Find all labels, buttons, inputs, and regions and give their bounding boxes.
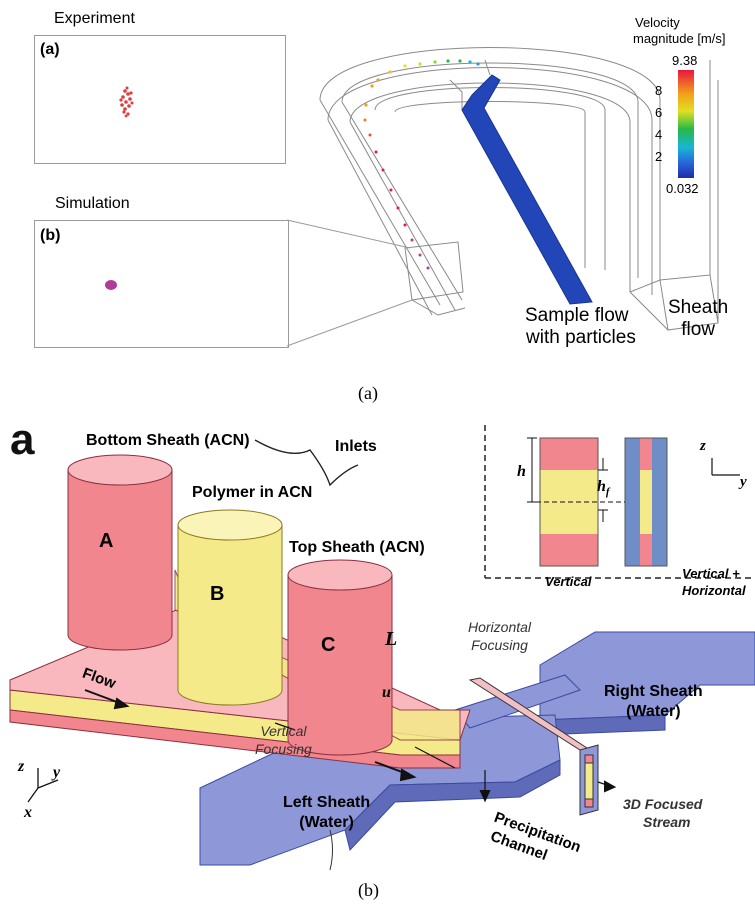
- inlet-a-letter: A: [99, 530, 114, 552]
- colorbar-tick: 8: [655, 83, 663, 98]
- colorbar-title: Velocity magnitude [m/s]: [633, 15, 726, 47]
- focused-line1: 3D Focused: [623, 796, 703, 812]
- axis-z-label: z: [18, 758, 25, 775]
- panel-letter-a: a: [10, 415, 35, 464]
- sheath-flow-line1: Sheath: [668, 297, 729, 318]
- sheath-flow-line2: flow: [681, 319, 716, 340]
- colorbar-max: 9.38: [672, 53, 698, 68]
- right-sheath-line2: (Water): [626, 703, 681, 720]
- colorbar-title-line1: Velocity: [635, 15, 680, 30]
- focused-line2: Stream: [643, 814, 691, 830]
- colorbar-gradient: [678, 70, 694, 178]
- colorbar-title-line2: magnitude [m/s]: [633, 31, 726, 46]
- inset-hf-label: hf: [597, 478, 610, 498]
- simulation-image: (b): [34, 220, 289, 348]
- channel-3d-view: [286, 47, 719, 347]
- colorbar-tick: 2: [655, 149, 663, 164]
- sample-flow-stream: [461, 74, 593, 305]
- inset-hf-sub: f: [605, 486, 610, 499]
- inset-y-axis-label: y: [740, 474, 747, 490]
- axis-y-label: y: [53, 764, 61, 781]
- caption-a: (a): [358, 383, 378, 403]
- sample-flow-line2: with particles: [526, 327, 636, 348]
- inlets-brace: [254, 439, 359, 487]
- right-sheath-label: Right Sheath (Water): [604, 682, 703, 722]
- colorbar-tick: 6: [655, 105, 663, 120]
- vertical-focusing-line2: Focusing: [255, 741, 312, 757]
- caption-b: (b): [358, 880, 379, 900]
- left-sheath-line2: (Water): [299, 814, 354, 831]
- colorbar-min: 0.032: [666, 181, 699, 196]
- sheath-flow-label: Sheath flow: [668, 297, 728, 341]
- experiment-title: Experiment: [54, 10, 135, 27]
- channel-wireframe: [319, 47, 719, 331]
- vertical-focusing-line1: Vertical: [260, 723, 307, 739]
- experiment-image: (a): [34, 35, 286, 164]
- particle-trail: [363, 59, 480, 270]
- velocity-label: u: [382, 684, 391, 701]
- horizontal-focusing-label: Horizontal Focusing: [468, 618, 531, 654]
- vertical-focusing-label: Vertical Focusing: [255, 722, 312, 758]
- length-label: L: [385, 628, 398, 650]
- focused-stream-label: 3D Focused Stream: [623, 795, 702, 831]
- inlet-c-letter: C: [321, 634, 336, 656]
- sample-flow-label: Sample flow with particles: [525, 305, 636, 349]
- projection-lines: [286, 219, 413, 347]
- vertical-focusing-brace: [329, 829, 333, 870]
- bottom-sheath-label: Bottom Sheath (ACN): [86, 432, 250, 449]
- device-drawing: [9, 425, 755, 870]
- left-sheath-line1: Left Sheath: [283, 794, 371, 811]
- inlets-label: Inlets: [335, 438, 377, 455]
- polymer-label: Polymer in ACN: [192, 484, 313, 501]
- sample-flow-line1: Sample flow: [525, 305, 629, 326]
- flow-arrows: [84, 689, 617, 803]
- inlet-b-letter: B: [210, 583, 225, 605]
- inset-vertical-label: Vertical: [545, 574, 592, 589]
- experiment-label: (a): [40, 41, 60, 58]
- coordinate-axes: [27, 768, 59, 803]
- inset-h-label: h: [517, 463, 526, 480]
- horizontal-focusing-line2: Focusing: [471, 637, 528, 653]
- right-sheath-line1: Right Sheath: [604, 683, 703, 700]
- experiment-particles: [119, 86, 134, 118]
- inset-frame: [484, 425, 755, 579]
- left-sheath-label: Left Sheath (Water): [283, 793, 370, 833]
- simulation-label: (b): [40, 227, 61, 244]
- simulation-title: Simulation: [55, 195, 130, 212]
- top-sheath-label: Top Sheath (ACN): [289, 539, 425, 556]
- inset-vh-line1: Vertical +: [682, 566, 740, 581]
- inset-vh-label: Vertical + Horizontal: [682, 565, 746, 599]
- inlet-cylinders: [67, 454, 393, 756]
- inset-vh-line2: Horizontal: [682, 583, 746, 598]
- horizontal-focusing-line1: Horizontal: [468, 619, 532, 635]
- colorbar-tick: 4: [655, 127, 663, 142]
- inset-z-axis-label: z: [700, 438, 706, 454]
- inset-cross-sections: [527, 437, 740, 567]
- simulation-particle-cluster: [105, 280, 117, 290]
- axis-x-label: x: [24, 804, 32, 821]
- colorbar-ticks: 8 6 4 2: [655, 80, 662, 168]
- precipitation-channel: [468, 677, 599, 816]
- inset-hf-h: h: [597, 478, 606, 495]
